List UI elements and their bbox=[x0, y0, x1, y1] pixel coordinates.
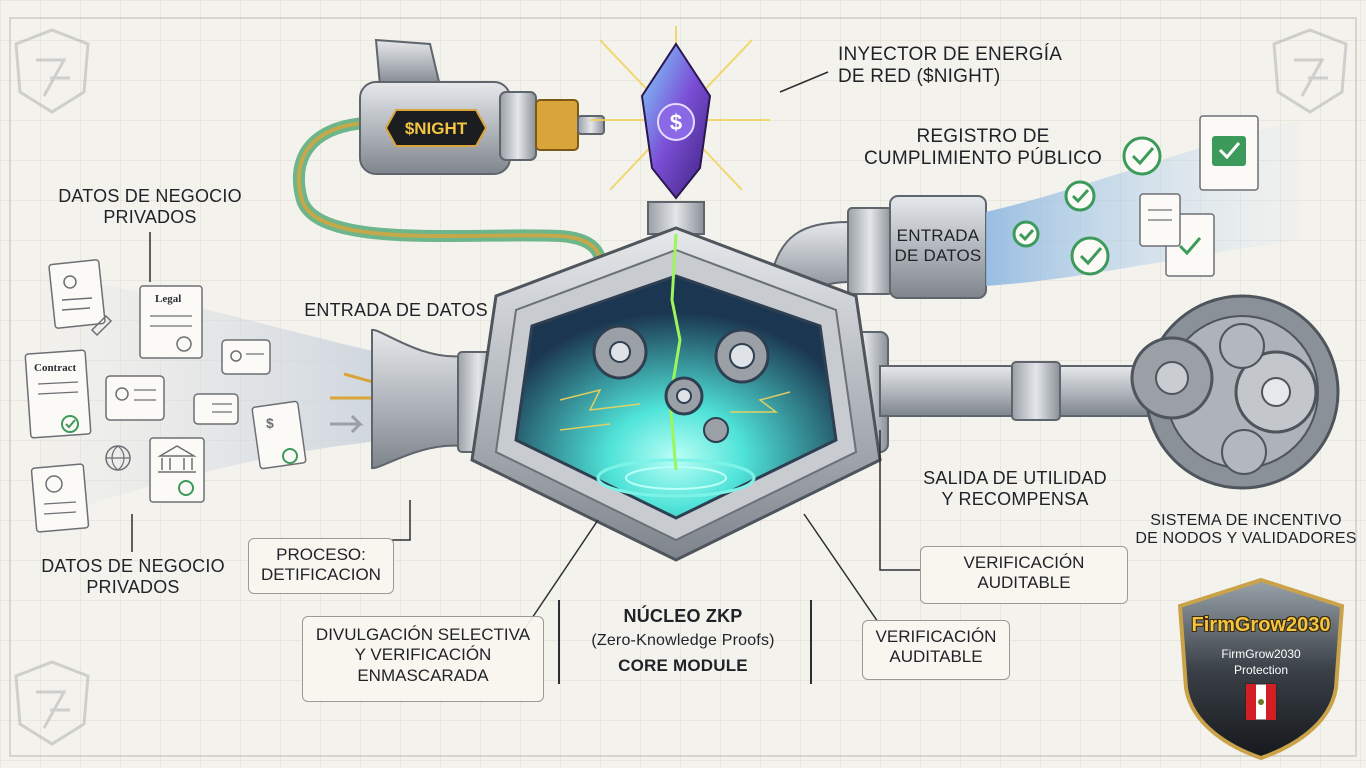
verified-document-icon bbox=[1200, 116, 1258, 190]
process-box: PROCESO: DETIFICACION bbox=[248, 538, 394, 594]
badge-title: FirmGrow2030 bbox=[1168, 614, 1354, 637]
energy-injector-label: INYECTOR DE ENERGÍA DE RED ($NIGHT) bbox=[838, 44, 1058, 88]
svg-text:$: $ bbox=[670, 110, 682, 135]
document-icon bbox=[49, 260, 105, 329]
svg-text:$: $ bbox=[266, 415, 274, 431]
auditable-verification-upper-box: VERIFICACIÓN AUDITABLE bbox=[920, 546, 1128, 604]
core-gear-icon bbox=[704, 418, 728, 442]
left-data-input-label: ENTRADA DE DATOS bbox=[296, 300, 496, 321]
core-gear-icon bbox=[594, 326, 646, 378]
auditable-verification-lower-box: VERIFICACIÓN AUDITABLE bbox=[862, 620, 1010, 680]
private-data-bottom-label: DATOS DE NEGOCIO PRIVADOS bbox=[18, 556, 248, 597]
core-title: NÚCLEO ZKP bbox=[558, 606, 808, 627]
checkmark-icon bbox=[1124, 138, 1160, 174]
badge-line-1: FirmGrow2030 bbox=[1190, 646, 1332, 662]
checkmark-icon bbox=[1066, 182, 1094, 210]
checkmark-icon bbox=[1014, 222, 1038, 246]
private-data-top-label: DATOS DE NEGOCIO PRIVADOS bbox=[40, 186, 260, 227]
core-gear-icon bbox=[716, 330, 768, 382]
id-card-icon bbox=[194, 394, 238, 424]
compliance-registry-label: REGISTRO DE CUMPLIMIENTO PÚBLICO bbox=[858, 126, 1108, 170]
id-card-icon bbox=[106, 376, 164, 420]
badge-subtitle: FirmGrow2030 Protection bbox=[1190, 646, 1332, 678]
chart-document-icon bbox=[31, 464, 88, 532]
utility-output-label: SALIDA DE UTILIDAD Y RECOMPENSA bbox=[920, 468, 1110, 509]
invoice-document-icon: $ bbox=[252, 401, 306, 469]
badge-line-2: Protection bbox=[1190, 662, 1332, 678]
bank-document-icon bbox=[150, 438, 204, 502]
incentive-system-label: SISTEMA DE INCENTIVO DE NODOS Y VALIDADO… bbox=[1128, 512, 1364, 549]
contract-document-label: Contract bbox=[34, 362, 76, 374]
id-card-icon bbox=[222, 340, 270, 374]
checkmark-icon bbox=[1072, 238, 1108, 274]
night-token-label: $NIGHT bbox=[405, 119, 468, 138]
core-gear-icon bbox=[666, 378, 702, 414]
legal-document-label: Legal bbox=[155, 293, 181, 305]
document-icon bbox=[1140, 194, 1180, 246]
selective-disclosure-box: DIVULGACIÓN SELECTIVA Y VERIFICACIÓN ENM… bbox=[302, 616, 544, 702]
core-subtitle: (Zero-Knowledge Proofs) bbox=[558, 632, 808, 650]
core-module-label: CORE MODULE bbox=[558, 656, 808, 676]
right-data-input-label: ENTRADA DE DATOS bbox=[886, 226, 990, 265]
